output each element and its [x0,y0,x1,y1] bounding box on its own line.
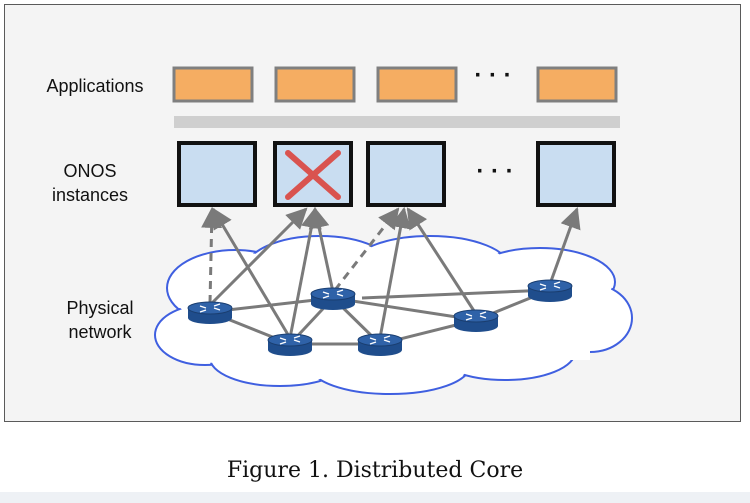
switch-nodes [187,279,573,356]
switch-icon [453,309,499,332]
physical-network-label: Physical network [50,296,150,344]
application-box [274,66,356,103]
onos-label-line2: instances [51,185,129,205]
onos-instance-box [366,141,446,207]
layer-separator [174,116,620,128]
onos-label: ONOS instances [40,159,140,207]
application-box [376,66,458,103]
application-box [536,66,618,103]
onos-label-line1: ONOS [63,161,117,181]
switch-icon [310,287,356,310]
bottom-strip [0,492,750,503]
failover-arrows [201,206,400,304]
onos-instance-box [177,141,257,207]
figure-caption: Figure 1. Distributed Core [226,458,524,483]
failed-x-icon [285,150,341,200]
switch-icon [527,279,573,302]
switch-icon [187,301,233,324]
instances-ellipsis: · · · [476,158,514,185]
applications-ellipsis: · · · [474,62,512,89]
switch-icon [267,333,313,356]
switch-icon [357,333,403,356]
onos-instance-box [536,141,616,207]
physical-label-line1: Physical [66,298,134,318]
control-arrows [208,206,581,339]
applications-label: Applications [46,76,144,96]
physical-label-line2: network [68,322,132,342]
application-box [172,66,254,103]
